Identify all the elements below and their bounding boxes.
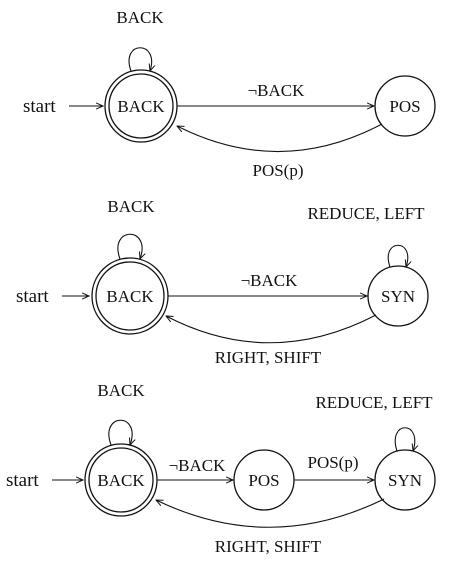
self-loop-syn <box>394 427 415 451</box>
self-loop-back <box>108 419 132 445</box>
state-back-label: BACK <box>117 97 165 116</box>
edge-pos-to-back <box>177 123 383 152</box>
state-syn: SYN <box>374 449 436 511</box>
edge-pos-to-syn-label: POS(p) <box>307 453 358 472</box>
state-back: BACK <box>91 257 169 335</box>
start-label: start <box>23 96 56 117</box>
edge-back-to-syn-label: ¬BACK <box>241 271 299 290</box>
state-pos: POS <box>374 75 436 137</box>
self-loop-syn <box>387 244 408 267</box>
self-loop-back <box>117 233 142 259</box>
edge-syn-to-back <box>166 314 377 344</box>
state-back: BACK <box>84 443 158 517</box>
state-syn-label: SYN <box>381 287 415 306</box>
edge-syn-to-back-label: RIGHT, SHIFT <box>215 348 322 367</box>
state-syn: SYN <box>367 265 429 327</box>
diagram-3: start BACK BACK POS SYN REDUCE, LEFT ¬BA… <box>6 381 436 556</box>
self-loop-back-label: BACK <box>107 197 155 216</box>
self-loop-syn-label: REDUCE, LEFT <box>315 393 433 412</box>
start-label: start <box>16 286 49 307</box>
start-label: start <box>6 470 39 491</box>
edge-back-to-pos-label: ¬BACK <box>248 81 306 100</box>
state-back-label: BACK <box>97 471 145 490</box>
state-pos: POS <box>233 449 295 511</box>
self-loop-back-label: BACK <box>116 8 164 27</box>
diagram-2: start BACK BACK SYN REDUCE, LEFT ¬BACK R… <box>16 197 429 367</box>
edge-syn-to-back-label: RIGHT, SHIFT <box>215 537 322 556</box>
edge-back-to-pos-label: ¬BACK <box>169 456 227 475</box>
state-back: BACK <box>104 69 178 143</box>
diagram-1: start BACK BACK POS ¬BACK POS(p) <box>23 8 436 180</box>
state-pos-label: POS <box>389 97 420 116</box>
state-pos-label: POS <box>248 471 279 490</box>
self-loop-back <box>128 47 152 71</box>
edge-pos-to-back-label: POS(p) <box>252 161 303 180</box>
state-syn-label: SYN <box>388 471 422 490</box>
edge-syn-to-back <box>156 498 385 528</box>
self-loop-back-label: BACK <box>97 381 145 400</box>
state-back-label: BACK <box>106 287 154 306</box>
self-loop-syn-label: REDUCE, LEFT <box>307 204 425 223</box>
